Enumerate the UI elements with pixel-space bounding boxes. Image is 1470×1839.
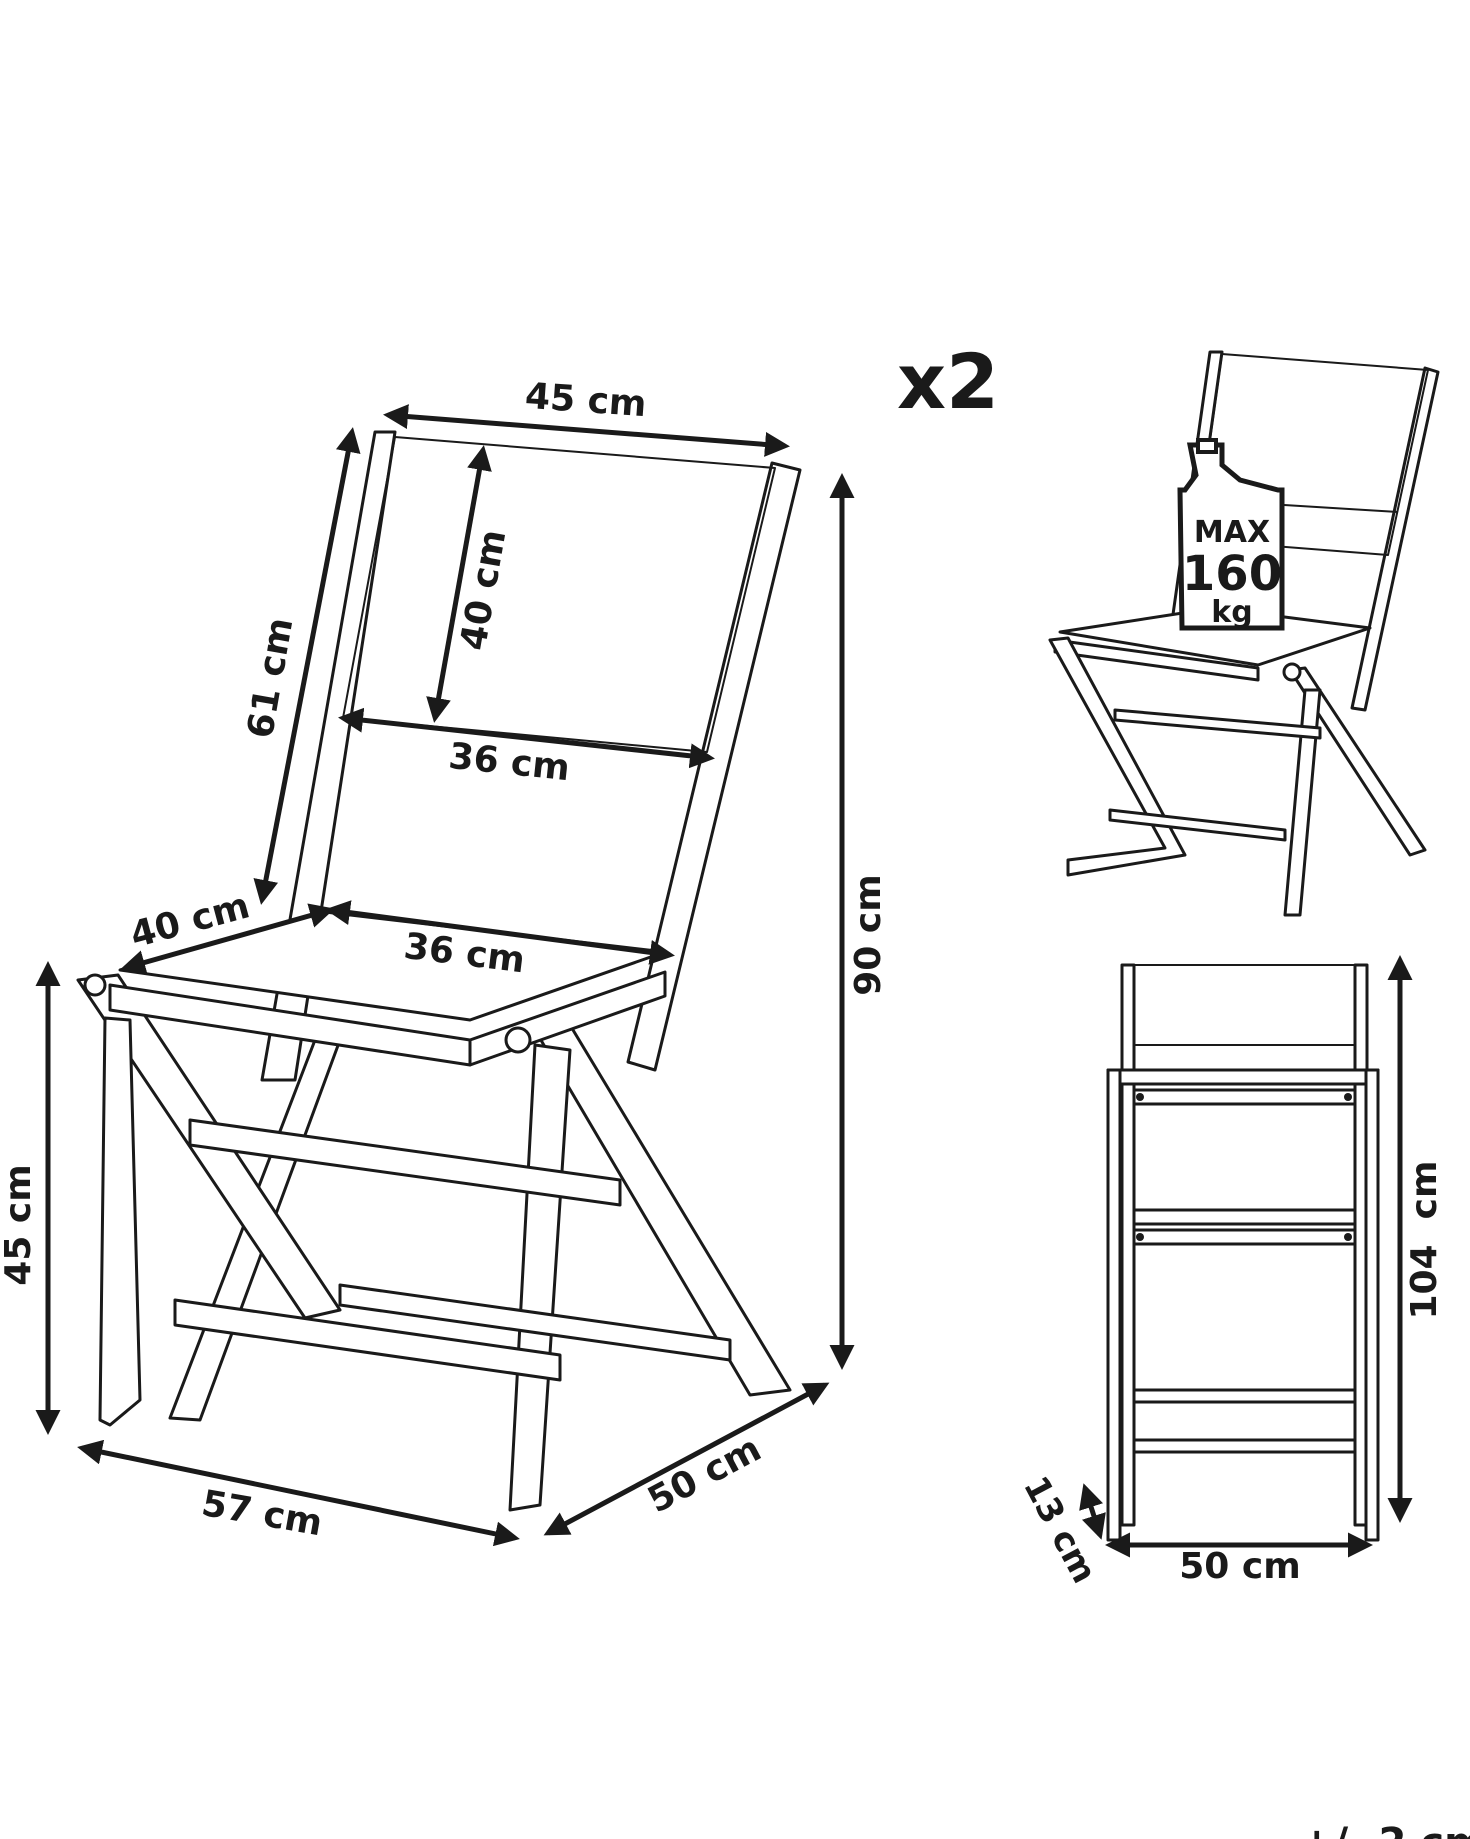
arrow-seat-depth <box>120 903 335 975</box>
load-lower-rung <box>1108 808 1287 842</box>
load-pivot <box>1282 662 1302 682</box>
label-backrest-height: 61 cm <box>240 615 301 742</box>
arrow-total-depth <box>77 1439 520 1547</box>
load-back-right-post <box>1350 366 1440 712</box>
load-leg-right <box>1283 688 1322 917</box>
front-leg-right <box>508 1043 572 1512</box>
weight-icon <box>1177 438 1285 631</box>
folded-rung-2 <box>1132 1438 1357 1454</box>
folded-chair-drawing <box>1106 963 1380 1542</box>
folded-seat-top <box>1106 1068 1380 1086</box>
label-seat-height: 45 cm <box>0 1164 39 1285</box>
max-unit: kg <box>1211 595 1252 630</box>
upper-rung <box>188 1118 622 1207</box>
folded-left-post <box>1120 963 1136 1527</box>
label-folded-height: 104 cm <box>1404 1160 1445 1319</box>
folded-bolt-4 <box>1344 1233 1352 1241</box>
main-dimension-arrows <box>35 404 855 1547</box>
quantity-label: x2 <box>897 337 999 426</box>
folded-bolt-1 <box>1136 1093 1144 1101</box>
arrow-folded-depth <box>1079 1483 1106 1540</box>
label-backrest-panel-width: 36 cm <box>447 736 572 789</box>
arrow-backrest-panel-height <box>426 445 492 723</box>
arrow-seat-width <box>325 900 675 965</box>
pivot-left <box>83 973 107 997</box>
label-folded-depth: 13 cm <box>1015 1470 1104 1590</box>
folded-bolt-3 <box>1136 1233 1144 1241</box>
folded-backrest <box>1133 964 1356 1046</box>
label-total-height: 90 cm <box>848 874 889 995</box>
label-backrest-width: 45 cm <box>524 376 648 425</box>
backrest-panel <box>342 436 776 753</box>
label-backrest-panel-height: 40 cm <box>453 527 514 654</box>
arrow-total-width <box>543 1382 830 1536</box>
weight-body <box>1177 442 1285 631</box>
folded-front-left <box>1106 1068 1122 1542</box>
label-folded-width: 50 cm <box>1179 1546 1300 1587</box>
max-label: MAX <box>1194 515 1270 550</box>
lower-rung <box>173 1298 562 1382</box>
load-seat <box>1058 606 1372 667</box>
folded-rail-1 <box>1132 1088 1357 1106</box>
load-chair-drawing <box>1048 350 1440 917</box>
folded-front-right <box>1364 1068 1380 1542</box>
front-leg-left <box>98 1016 142 1427</box>
weight-handle <box>1196 438 1218 454</box>
folded-rail-3 <box>1132 1228 1357 1246</box>
label-total-width: 50 cm <box>641 1428 768 1521</box>
folded-bolt-2 <box>1344 1093 1352 1101</box>
rear-rung <box>338 1283 732 1362</box>
folded-rail-2 <box>1132 1208 1357 1226</box>
tolerance-note: +/- 2 cm <box>1300 1820 1470 1839</box>
arrow-backrest-width <box>383 404 790 457</box>
max-value: 160 <box>1182 546 1282 602</box>
arrow-backrest-panel-width <box>338 707 715 769</box>
arrow-backrest-height <box>253 427 361 905</box>
load-upper-rung <box>1113 708 1322 740</box>
folded-rung-1 <box>1132 1388 1357 1404</box>
pivot-right <box>504 1026 532 1054</box>
load-leg-left <box>1048 636 1187 877</box>
